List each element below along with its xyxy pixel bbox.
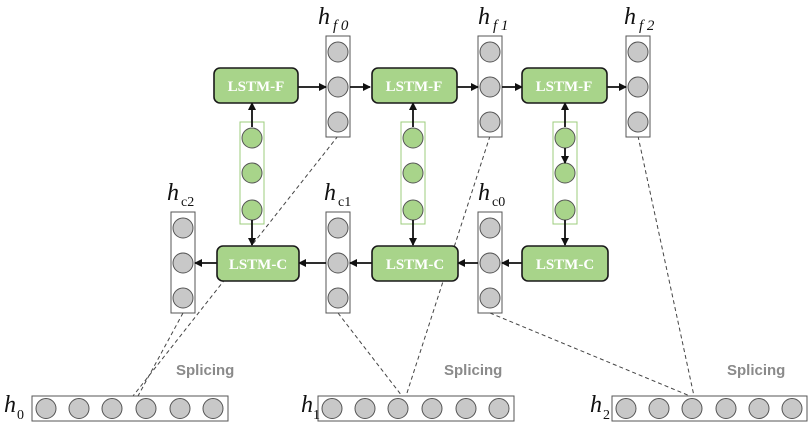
lstm-c-label-3: LSTM-C bbox=[536, 257, 594, 273]
svg-text:1: 1 bbox=[313, 408, 320, 423]
intermediate-vector-3 bbox=[552, 121, 578, 225]
label-hc2: h c2 bbox=[167, 180, 194, 210]
label-hf0: h f 0 bbox=[318, 4, 349, 34]
svg-text:h: h bbox=[324, 180, 336, 206]
hc1-vector bbox=[325, 211, 351, 314]
splicing-label-1: Splicing bbox=[176, 362, 234, 379]
arrows bbox=[194, 83, 627, 267]
svg-text:h: h bbox=[590, 392, 602, 418]
lstm-f-label-1: LSTM-F bbox=[228, 79, 285, 95]
svg-text:h: h bbox=[318, 4, 330, 30]
h2-vector bbox=[611, 395, 808, 422]
h0-vector bbox=[31, 395, 229, 422]
intermediate-vector-1 bbox=[239, 121, 265, 225]
label-hf1: h f 1 bbox=[478, 4, 508, 34]
hf1-vector bbox=[477, 35, 503, 138]
lstm-c-label-2: LSTM-C bbox=[386, 257, 444, 273]
svg-text:c0: c0 bbox=[492, 195, 505, 210]
lstm-f-cell-3: LSTM-F bbox=[521, 67, 608, 104]
hc0-vector bbox=[477, 211, 503, 314]
svg-text:c2: c2 bbox=[181, 195, 194, 210]
hf0-vector bbox=[325, 35, 351, 138]
splice-line-hf0-h0 bbox=[132, 135, 339, 397]
intermediate-vector-2 bbox=[400, 121, 426, 225]
splicing-label-2: Splicing bbox=[444, 362, 502, 379]
splice-line-hc2-h0 bbox=[137, 312, 184, 397]
label-h2: h 2 bbox=[590, 392, 610, 423]
hc2-vector bbox=[170, 211, 196, 314]
svg-text:2: 2 bbox=[603, 408, 610, 423]
svg-text:h: h bbox=[478, 180, 490, 206]
label-hc1: h c1 bbox=[324, 180, 351, 210]
svg-text:0: 0 bbox=[17, 408, 24, 423]
label-hf2: h f 2 bbox=[624, 4, 655, 34]
svg-text:f 1: f 1 bbox=[493, 18, 508, 34]
lstm-c-label-1: LSTM-C bbox=[229, 257, 287, 273]
svg-text:h: h bbox=[4, 392, 16, 418]
svg-text:h: h bbox=[624, 4, 636, 30]
splicing-label-3: Splicing bbox=[727, 362, 785, 379]
lstm-c-cell-1: LSTM-C bbox=[216, 245, 300, 282]
svg-text:h: h bbox=[167, 180, 179, 206]
svg-text:f 2: f 2 bbox=[639, 18, 655, 34]
hf2-vector bbox=[625, 35, 651, 138]
splice-line-hf2-h2 bbox=[637, 135, 695, 397]
lstm-f-label-3: LSTM-F bbox=[536, 79, 593, 95]
splice-line-hc1-h1 bbox=[337, 312, 403, 397]
lstm-f-label-2: LSTM-F bbox=[386, 79, 443, 95]
lstm-c-cell-2: LSTM-C bbox=[371, 245, 459, 282]
lstm-c-cell-3: LSTM-C bbox=[521, 245, 609, 282]
splice-line-hc0-h2 bbox=[489, 312, 691, 397]
svg-text:h: h bbox=[478, 4, 490, 30]
h1-vector bbox=[317, 395, 515, 422]
lstm-f-cell-1: LSTM-F bbox=[213, 67, 299, 104]
label-h0: h 0 bbox=[4, 392, 24, 423]
label-hc0: h c0 bbox=[478, 180, 505, 210]
svg-text:h: h bbox=[301, 392, 313, 418]
lstm-f-cell-2: LSTM-F bbox=[371, 67, 458, 104]
label-h1: h 1 bbox=[301, 392, 320, 423]
svg-text:f 0: f 0 bbox=[333, 18, 349, 34]
svg-text:c1: c1 bbox=[338, 195, 351, 210]
